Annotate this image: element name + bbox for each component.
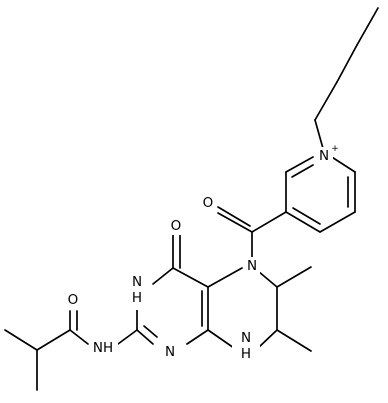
svg-text:N: N <box>319 148 329 164</box>
svg-text:N: N <box>247 258 257 274</box>
atom-o-ketone: O <box>200 194 217 211</box>
svg-text:NH: NH <box>129 274 145 306</box>
svg-text:O: O <box>203 195 214 211</box>
atom-n1: N <box>161 344 178 361</box>
atom-n3h: NH <box>128 274 146 310</box>
atom-n8h: NH <box>232 330 260 364</box>
svg-text:O: O <box>171 218 182 234</box>
positive-charge: + <box>331 144 339 154</box>
atom-o-lactam: O <box>168 218 185 235</box>
bond-layer <box>4 7 379 391</box>
svg-text:NH: NH <box>93 340 113 356</box>
svg-text:NH: NH <box>238 330 254 362</box>
svg-text:O: O <box>68 292 79 308</box>
svg-text:N: N <box>165 344 175 360</box>
atom-n-amide: NH <box>90 337 118 356</box>
atom-o-amide: O <box>64 291 81 308</box>
atom-n-pyridinium: N + <box>316 144 339 164</box>
atom-n5: N <box>243 257 260 274</box>
